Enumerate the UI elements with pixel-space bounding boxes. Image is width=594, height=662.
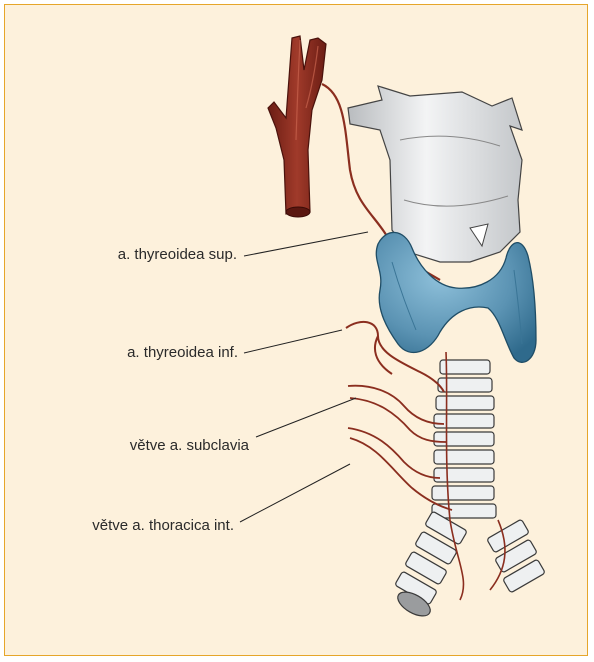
thyroid-cartilage <box>348 86 522 262</box>
label-inferior-thyroid-artery: a. thyreoidea inf. <box>127 344 238 362</box>
left-bronchus <box>394 511 467 621</box>
label-thoracic-branches: větve a. thoracica int. <box>92 517 234 535</box>
trachea <box>432 360 496 518</box>
leader-line-inf <box>244 330 342 353</box>
carotid-artery <box>268 36 326 217</box>
leader-line-sup <box>244 232 368 256</box>
label-subclavian-branches: větve a. subclavia <box>130 437 249 455</box>
leader-line-subclavia <box>256 398 356 437</box>
subclavian-branches <box>348 386 446 442</box>
label-superior-thyroid-artery: a. thyreoidea sup. <box>118 246 237 264</box>
leader-line-thoracica <box>240 464 350 522</box>
